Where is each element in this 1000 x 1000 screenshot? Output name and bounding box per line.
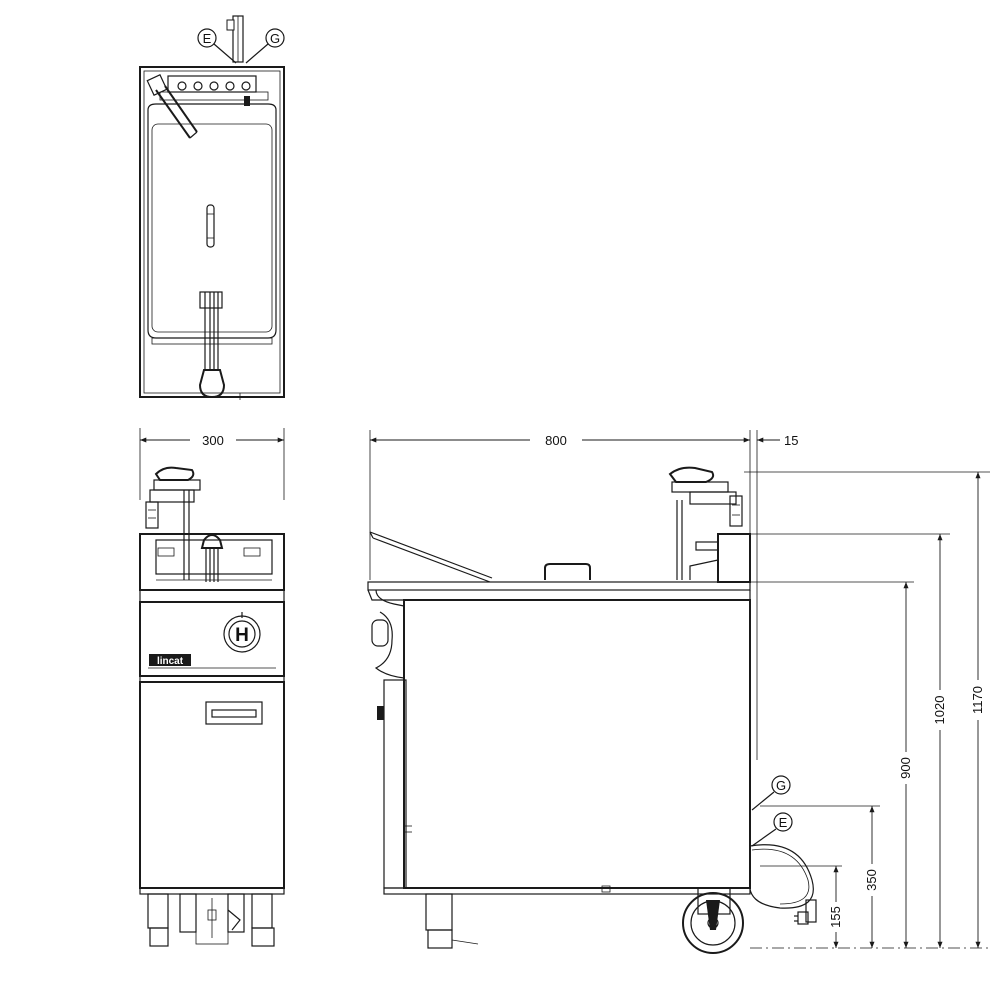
- top-element-slot: [206, 204, 215, 248]
- side-callout-e: E: [751, 812, 793, 847]
- brand-label: lincat: [157, 656, 184, 667]
- dim-1020: 1020: [932, 534, 947, 948]
- dim-300-label: 300: [202, 433, 224, 448]
- control-knob: H: [223, 612, 261, 653]
- side-power-cable: [748, 844, 817, 925]
- knob-logo-letter: H: [235, 625, 249, 646]
- side-worktop: [367, 581, 751, 591]
- callout-g-label: G: [270, 31, 280, 46]
- side-front-leg: [425, 893, 453, 931]
- front-top-panel: [139, 533, 285, 591]
- dim-155: 155: [828, 866, 843, 948]
- top-callout-e: E: [197, 28, 237, 64]
- dim-800-label: 800: [545, 433, 567, 448]
- callout-e-label: E: [203, 31, 212, 46]
- top-view: E G: [139, 15, 285, 400]
- side-lid: [369, 531, 493, 583]
- dim-side-depth: 800 15: [369, 430, 798, 760]
- side-callout-g-label: G: [776, 778, 786, 793]
- top-basket-hook: [146, 73, 198, 139]
- side-rear-castor: [682, 887, 744, 954]
- top-frying-pan: [147, 103, 277, 339]
- front-legs: [147, 893, 275, 947]
- dim-900-label: 900: [898, 757, 913, 779]
- dim-1020-label: 1020: [932, 696, 947, 725]
- dim-1170-label: 1170: [970, 686, 985, 714]
- top-basket-handle: [198, 291, 226, 399]
- front-view: 300 H: [139, 428, 285, 947]
- dim-155-label: 155: [828, 906, 843, 928]
- side-cabinet: [403, 599, 751, 889]
- side-front-console: [371, 589, 412, 889]
- dim-front-width: 300: [139, 428, 285, 500]
- dim-350-label: 350: [864, 869, 879, 891]
- top-body-outline: [139, 66, 285, 398]
- brand-badge: lincat: [149, 654, 191, 667]
- side-callout-e-label: E: [779, 815, 788, 830]
- side-basket-lift: [668, 466, 751, 583]
- side-basket-handle: [544, 563, 591, 580]
- front-basket-lift: [145, 466, 201, 580]
- side-view: 800 15: [367, 430, 990, 954]
- dim-15-label: 15: [784, 433, 798, 448]
- dim-900: 900: [898, 582, 913, 948]
- door-handle: [205, 701, 263, 725]
- top-callout-g: G: [245, 28, 285, 64]
- side-callout-g: G: [751, 775, 791, 811]
- dim-1170: 1170: [970, 472, 985, 948]
- dim-350: 350: [864, 806, 879, 948]
